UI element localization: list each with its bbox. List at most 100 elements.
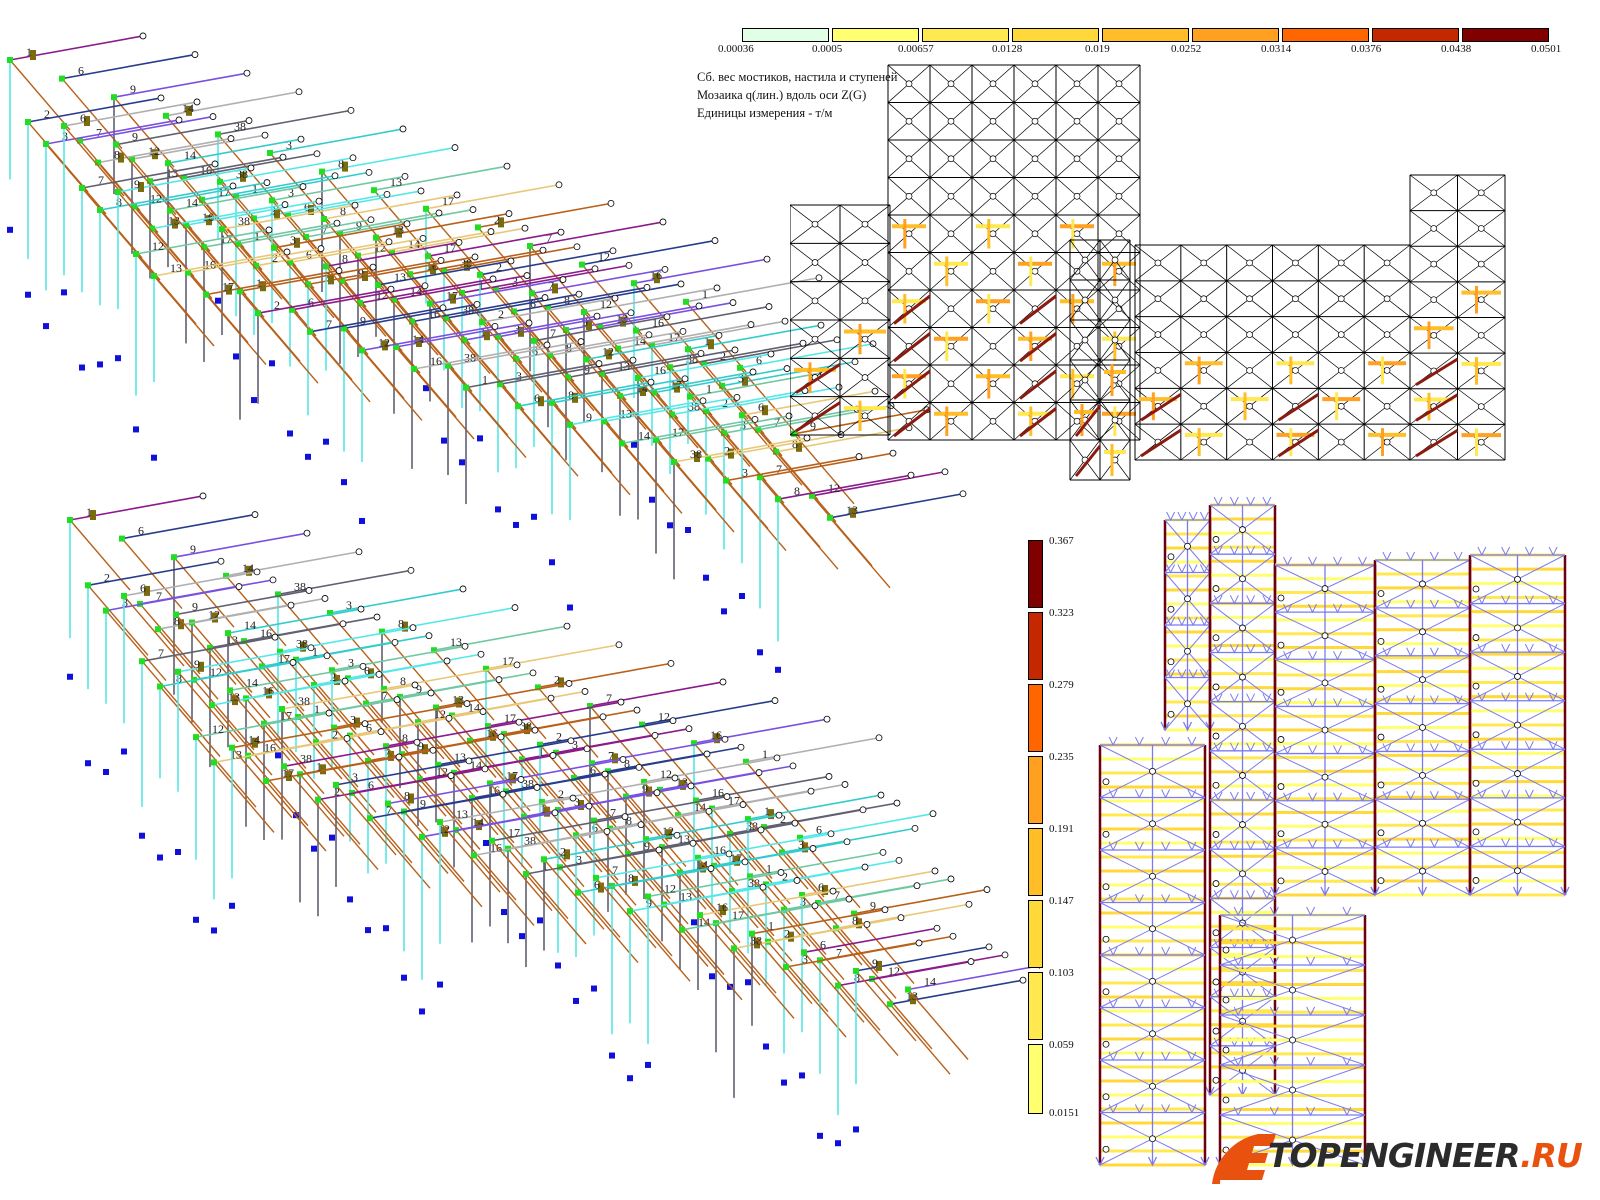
legend-label: 0.235 — [1049, 751, 1074, 763]
svg-text:3: 3 — [350, 713, 356, 727]
svg-text:17: 17 — [280, 709, 292, 723]
svg-text:6: 6 — [756, 353, 762, 367]
svg-text:7: 7 — [612, 863, 618, 877]
svg-text:1: 1 — [312, 645, 318, 659]
svg-text:3: 3 — [348, 655, 354, 669]
svg-text:14: 14 — [184, 148, 196, 162]
logo-brand: TOPENGINEER — [1268, 1136, 1521, 1175]
legend-label: 0.0128 — [992, 43, 1023, 55]
svg-text:16: 16 — [714, 843, 726, 857]
legend-swatch — [1102, 28, 1189, 42]
legend-swatch — [1372, 28, 1459, 42]
legend-swatch — [1028, 684, 1043, 752]
svg-text:6: 6 — [532, 344, 538, 358]
svg-text:16: 16 — [710, 728, 722, 742]
svg-text:9: 9 — [356, 219, 362, 233]
svg-text:3: 3 — [800, 895, 806, 909]
svg-text:3: 3 — [122, 596, 128, 610]
svg-text:6: 6 — [820, 937, 826, 951]
svg-text:16: 16 — [202, 210, 214, 224]
svg-text:6: 6 — [594, 878, 600, 892]
legend-label: 0.103 — [1049, 967, 1074, 979]
legend-label: 0.0501 — [1531, 43, 1562, 55]
svg-text:13: 13 — [620, 406, 632, 420]
svg-text:8: 8 — [794, 484, 800, 498]
legend-label: 0.0314 — [1261, 43, 1292, 55]
legend-swatch — [922, 28, 1009, 42]
svg-text:16: 16 — [488, 783, 500, 797]
svg-text:16: 16 — [490, 840, 502, 854]
legend-swatch — [1028, 756, 1043, 824]
svg-text:2: 2 — [782, 869, 788, 883]
svg-text:16: 16 — [486, 726, 498, 740]
svg-text:7: 7 — [610, 806, 616, 820]
svg-text:1: 1 — [704, 334, 710, 348]
svg-text:1: 1 — [482, 373, 488, 387]
legend-label: 0.279 — [1049, 679, 1074, 691]
svg-text:8: 8 — [564, 293, 570, 307]
svg-text:13: 13 — [168, 214, 180, 228]
svg-text:7: 7 — [776, 462, 782, 476]
svg-text:1: 1 — [480, 325, 486, 339]
legend-swatch — [1028, 612, 1043, 680]
legend-label: 0.0376 — [1351, 43, 1382, 55]
svg-text:6: 6 — [368, 778, 374, 792]
legend-label: 0.323 — [1049, 607, 1074, 619]
svg-text:13: 13 — [456, 807, 468, 821]
svg-text:38: 38 — [464, 351, 476, 365]
svg-text:9: 9 — [194, 657, 200, 671]
svg-text:2: 2 — [722, 396, 728, 410]
legend-label: 0.00036 — [718, 43, 754, 55]
legend-label: 0.147 — [1049, 895, 1074, 907]
svg-text:12: 12 — [434, 707, 446, 721]
svg-text:3: 3 — [738, 371, 744, 385]
svg-text:13: 13 — [906, 989, 918, 1003]
elevation-load-diagram — [1095, 495, 1575, 1185]
svg-text:1: 1 — [86, 505, 92, 519]
legend-label: 0.0438 — [1441, 43, 1472, 55]
svg-text:1: 1 — [254, 229, 260, 243]
svg-text:13: 13 — [170, 261, 182, 275]
legend-label: 0.191 — [1049, 823, 1074, 835]
svg-text:2: 2 — [44, 107, 50, 121]
svg-text:3: 3 — [740, 418, 746, 432]
svg-text:14: 14 — [638, 428, 650, 442]
svg-text:2: 2 — [330, 670, 336, 684]
svg-text:6: 6 — [364, 663, 370, 677]
legend-swatch — [742, 28, 829, 42]
svg-text:14: 14 — [924, 975, 936, 989]
svg-text:7: 7 — [386, 803, 392, 817]
svg-text:6: 6 — [818, 880, 824, 894]
svg-text:9: 9 — [420, 797, 426, 811]
svg-text:1: 1 — [316, 759, 322, 773]
svg-text:2: 2 — [554, 672, 560, 686]
svg-text:3: 3 — [798, 837, 804, 851]
caption-line-mosaic: Мозаика q(лин.) вдоль оси Z(G) — [697, 88, 867, 102]
svg-text:9: 9 — [646, 896, 652, 910]
svg-text:14: 14 — [242, 561, 254, 575]
svg-text:8: 8 — [114, 148, 120, 162]
svg-text:1: 1 — [542, 859, 548, 873]
svg-text:17: 17 — [508, 826, 520, 840]
svg-text:2: 2 — [498, 307, 504, 321]
svg-text:6: 6 — [304, 200, 310, 214]
svg-text:13: 13 — [166, 166, 178, 180]
svg-text:3: 3 — [62, 129, 68, 143]
svg-text:1: 1 — [702, 287, 708, 301]
svg-text:9: 9 — [584, 362, 590, 376]
legend-label: 0.059 — [1049, 1039, 1074, 1051]
svg-text:12: 12 — [662, 824, 674, 838]
legend-swatch — [1192, 28, 1279, 42]
legend-swatch — [832, 28, 919, 42]
svg-text:14: 14 — [246, 675, 258, 689]
svg-text:7: 7 — [546, 231, 552, 245]
svg-text:9: 9 — [130, 82, 136, 96]
svg-text:13: 13 — [230, 747, 242, 761]
svg-text:6: 6 — [80, 111, 86, 125]
svg-text:8: 8 — [568, 388, 574, 402]
svg-text:12: 12 — [212, 722, 224, 736]
legend-swatch — [1028, 972, 1043, 1040]
svg-text:1: 1 — [540, 802, 546, 816]
svg-text:1: 1 — [252, 181, 258, 195]
svg-text:3: 3 — [514, 322, 520, 336]
